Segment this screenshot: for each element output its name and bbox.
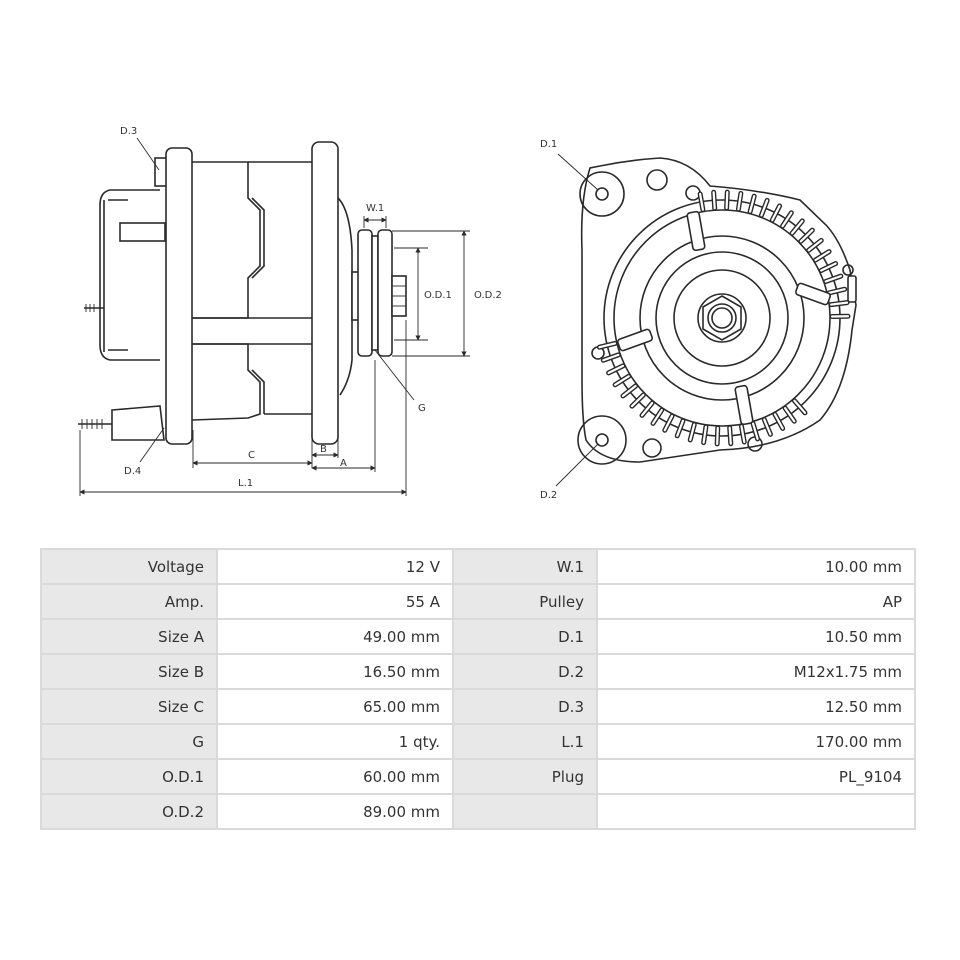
spec-value: PL_9104 [598, 760, 914, 793]
spec-value: M12x1.75 mm [598, 655, 914, 688]
a-label: A [340, 458, 347, 469]
vent-slot-inner [827, 288, 846, 294]
vent-slot-inner [760, 199, 769, 217]
vent-slot-inner [737, 192, 742, 211]
vent-slot-inner [663, 414, 674, 432]
vent-slot-inner [773, 413, 784, 430]
b-label: B [320, 444, 327, 455]
d2-label: D.2 [540, 490, 557, 501]
spec-value: 55 A [218, 585, 452, 618]
od2-label: O.D.2 [474, 290, 502, 301]
spec-value: 12 V [218, 550, 452, 583]
d4-label: D.4 [124, 466, 141, 477]
spec-label: Size A [42, 620, 216, 653]
spec-label: Pulley [454, 585, 596, 618]
vent-slot-inner [807, 239, 823, 252]
spec-value: 170.00 mm [598, 725, 914, 758]
vent-slot-inner [651, 408, 663, 425]
spec-label: D.1 [454, 620, 596, 653]
vent-slot-inner [689, 423, 696, 442]
vent-slot-inner [702, 425, 708, 444]
vent-slot-inner [699, 192, 704, 211]
vent-slot-inner [771, 204, 781, 222]
vent-slot-inner [630, 393, 645, 408]
vent-slot-inner [716, 426, 719, 446]
d3-label: D.3 [120, 126, 137, 137]
spec-value: 10.00 mm [598, 550, 914, 583]
spec-label: Amp. [42, 585, 216, 618]
spec-label: D.3 [454, 690, 596, 723]
vent-slot-inner [799, 229, 814, 243]
spec-value: 10.50 mm [598, 620, 914, 653]
spec-label: D.2 [454, 655, 596, 688]
vent-slot-inner [712, 191, 716, 210]
spec-value: 1 qty. [218, 725, 452, 758]
vent-slot-inner [751, 422, 759, 440]
vent-slot-inner [783, 407, 796, 423]
vent-slot-inner [740, 425, 746, 444]
front-view: D.1 D.2 [540, 139, 857, 501]
spec-value: 16.50 mm [218, 655, 452, 688]
vent-slot-inner [781, 211, 793, 228]
w1-label: W.1 [366, 203, 384, 214]
spec-label: Plug [454, 760, 596, 793]
vent-slot-inner [824, 275, 842, 283]
vent-slot-inner [728, 426, 732, 445]
vent-slot-inner [791, 219, 804, 235]
spec-label: G [42, 725, 216, 758]
spec-value: 89.00 mm [218, 795, 452, 828]
spec-value: 60.00 mm [218, 760, 452, 793]
spec-label: Voltage [42, 550, 216, 583]
vent-slot-inner [748, 195, 756, 213]
l1-label: L.1 [238, 478, 253, 489]
vent-slot-inner [725, 191, 729, 210]
spec-label: L.1 [454, 725, 596, 758]
spec-label [454, 795, 596, 828]
spec-value: 12.50 mm [598, 690, 914, 723]
vent-slot-inner [763, 418, 772, 436]
spec-label: O.D.1 [42, 760, 216, 793]
vent-slots [596, 189, 851, 447]
vent-slot-inner [598, 342, 617, 349]
c-label: C [248, 450, 255, 461]
side-view: D.3 D.4 W.1 O.D.1 O.D.2 G C B [78, 126, 502, 496]
vent-slot-inner [607, 364, 625, 374]
g-label: G [418, 403, 426, 414]
od1-label: O.D.1 [424, 290, 452, 301]
spec-label: W.1 [454, 550, 596, 583]
vent-slot-inner [820, 262, 837, 272]
spec-value: 65.00 mm [218, 690, 452, 723]
vent-slot-inner [814, 250, 831, 262]
spec-value [598, 795, 914, 828]
alternator-drawing: D.3 D.4 W.1 O.D.1 O.D.2 G C B [78, 126, 857, 501]
spec-label: O.D.2 [42, 795, 216, 828]
spec-label: Size C [42, 690, 216, 723]
vent-slot-inner [602, 353, 620, 362]
d1-label: D.1 [540, 139, 557, 150]
vent-slot-inner [676, 419, 685, 437]
vent-slot-inner [621, 384, 637, 398]
vent-slot-inner [793, 399, 807, 414]
spec-value: 49.00 mm [218, 620, 452, 653]
vent-slot-inner [614, 375, 630, 386]
vent-slot-inner [830, 301, 849, 306]
spec-value: AP [598, 585, 914, 618]
vent-slot-inner [640, 401, 654, 417]
spec-label: Size B [42, 655, 216, 688]
